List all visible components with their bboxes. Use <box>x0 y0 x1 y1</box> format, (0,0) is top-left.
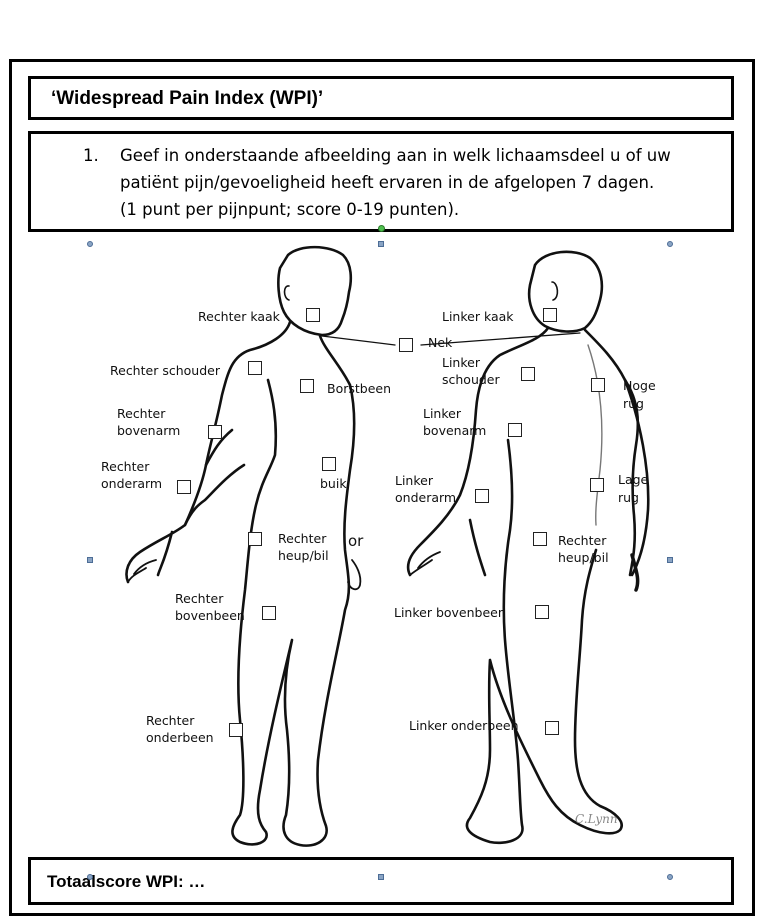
instruction-line-2: patiënt pijn/gevoeligheid heeft ervaren … <box>120 173 655 192</box>
label-rechter-kaak: Rechter kaak <box>198 309 280 324</box>
checkbox-lage-rug[interactable] <box>590 478 604 492</box>
resize-handle-top-right[interactable] <box>667 241 673 247</box>
label-hoge-rug-1: Hoge <box>623 378 656 393</box>
checkbox-linker-kaak[interactable] <box>543 308 557 322</box>
label-lage-rug-2: rug <box>618 490 639 505</box>
resize-handle-top[interactable] <box>378 241 384 247</box>
page-title: ‘Widespread Pain Index (WPI)’ <box>51 88 324 109</box>
label-rechter-bovenarm-2: bovenarm <box>117 423 181 438</box>
label-heup-back-2: heup/bil <box>558 550 609 565</box>
back-figure-hand-right <box>630 553 640 592</box>
label-rechter-bovenarm-1: Rechter <box>117 406 166 421</box>
rotate-handle[interactable] <box>378 225 385 232</box>
checkbox-rechter-schouder[interactable] <box>248 361 262 375</box>
back-figure-arm-right <box>623 378 650 577</box>
label-linker-bovenbeen: Linker bovenbeen <box>394 605 506 620</box>
label-or: or <box>348 532 364 550</box>
nek-pointer-front <box>321 335 396 346</box>
resize-handle-bottom-right[interactable] <box>667 874 673 880</box>
checkbox-buik[interactable] <box>322 457 336 471</box>
label-heup-back-1: Rechter <box>558 533 607 548</box>
front-figure-hip-hand <box>347 559 362 591</box>
checkbox-rechter-bovenarm[interactable] <box>208 425 222 439</box>
label-rechter-onderbeen-2: onderbeen <box>146 730 214 745</box>
nek-pointer-back <box>420 332 581 346</box>
front-figure-head <box>277 245 353 337</box>
label-linker-onderarm-2: onderarm <box>395 490 457 505</box>
resize-handle-left[interactable] <box>87 557 93 563</box>
instruction-line-3: (1 punt per pijnpunt; score 0-19 punten)… <box>120 200 460 219</box>
label-rechter-bovenbeen-2: bovenbeen <box>175 608 245 623</box>
resize-handle-right[interactable] <box>667 557 673 563</box>
resize-handle-top-left[interactable] <box>87 241 93 247</box>
back-figure-spine <box>587 344 603 526</box>
instruction-number: 1. <box>83 146 99 165</box>
total-score-box: Totaalscore WPI: … <box>28 857 734 905</box>
checkbox-linker-bovenarm[interactable] <box>508 423 522 437</box>
checkbox-linker-bovenbeen[interactable] <box>535 605 549 619</box>
form-frame <box>9 59 755 916</box>
front-figure-arm <box>183 428 246 527</box>
back-figure-body <box>406 326 640 845</box>
front-figure-fingers <box>127 559 157 583</box>
label-linker-kaak: Linker kaak <box>442 309 514 324</box>
label-rechter-onderarm-2: onderarm <box>101 476 163 491</box>
front-figure-neck-torso <box>125 320 356 847</box>
total-score-label: Totaalscore WPI: … <box>47 872 206 891</box>
checkbox-rechter-bovenbeen[interactable] <box>262 606 276 620</box>
checkbox-rechter-onderbeen[interactable] <box>229 723 243 737</box>
checkbox-linker-onderarm[interactable] <box>475 489 489 503</box>
checkbox-borstbeen[interactable] <box>300 379 314 393</box>
checkbox-linker-schouder[interactable] <box>521 367 535 381</box>
label-rechter-onderbeen-1: Rechter <box>146 713 195 728</box>
back-figure-ear <box>551 281 559 301</box>
label-linker-schouder-1: Linker <box>442 355 480 370</box>
resize-handle-bottom-left[interactable] <box>87 874 93 880</box>
label-linker-onderbeen: Linker onderbeen <box>409 718 519 733</box>
label-linker-bovenarm-2: bovenarm <box>423 423 487 438</box>
label-borstbeen: Borstbeen <box>327 381 392 396</box>
checkbox-rechter-onderarm[interactable] <box>177 480 191 494</box>
resize-handle-bottom[interactable] <box>378 874 384 880</box>
label-rechter-heup-2: heup/bil <box>278 548 329 563</box>
label-nek: Nek <box>428 335 453 350</box>
label-rechter-onderarm-1: Rechter <box>101 459 150 474</box>
label-rechter-bovenbeen-1: Rechter <box>175 591 224 606</box>
checkbox-nek[interactable] <box>399 338 413 352</box>
back-figure-head <box>527 250 604 333</box>
checkbox-linker-onderbeen[interactable] <box>545 721 559 735</box>
checkbox-heup-back[interactable] <box>533 532 547 546</box>
checkbox-hoge-rug[interactable] <box>591 378 605 392</box>
instruction-line-1: Geef in onderstaande afbeelding aan in w… <box>120 146 671 165</box>
back-figure-fingers <box>409 551 441 576</box>
label-rechter-schouder: Rechter schouder <box>110 363 220 378</box>
title-box: ‘Widespread Pain Index (WPI)’ <box>28 76 734 120</box>
label-linker-schouder-2: schouder <box>442 372 500 387</box>
label-linker-onderarm-1: Linker <box>395 473 433 488</box>
front-figure-ear <box>283 285 290 301</box>
artist-signature: C.Lynn <box>575 812 618 826</box>
label-buik: buik <box>320 476 347 491</box>
checkbox-rechter-heup[interactable] <box>248 532 262 546</box>
label-rechter-heup-1: Rechter <box>278 531 327 546</box>
checkbox-rechter-kaak[interactable] <box>306 308 320 322</box>
label-linker-bovenarm-1: Linker <box>423 406 461 421</box>
label-lage-rug-1: Lage <box>618 472 649 487</box>
label-hoge-rug-2: rug <box>623 396 644 411</box>
